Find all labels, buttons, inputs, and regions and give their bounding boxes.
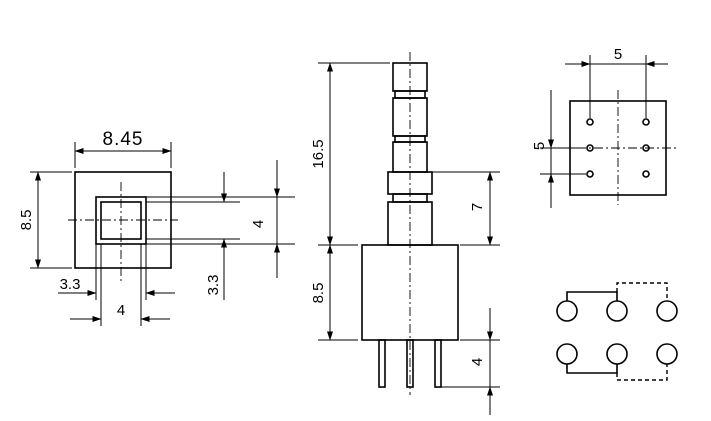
- front-view: 8.45 8.5 3.3 4 4 3.3: [18, 129, 295, 326]
- pin-hole: [586, 170, 594, 178]
- pin-layout-view: 5 5: [531, 46, 676, 208]
- right-height-dimension-label: 4: [250, 220, 267, 228]
- open-contact-bottom: [616, 364, 668, 381]
- right-offset-dimension-label: 3.3: [205, 275, 222, 296]
- switch-schematic: [556, 282, 678, 381]
- body-height-dimension-label: 8.5: [310, 283, 327, 304]
- pin-right: [434, 339, 442, 388]
- terminal-circle: [656, 343, 678, 365]
- terminal-circle: [606, 343, 628, 365]
- open-contact-top: [616, 282, 668, 301]
- closed-contact-top: [566, 291, 618, 301]
- terminal-circle: [606, 300, 628, 322]
- pin-left: [378, 339, 386, 388]
- bottom-width-dimension-label: 4: [117, 302, 125, 319]
- pin-length-dimension-label: 4: [469, 358, 486, 366]
- closed-contact-bottom: [566, 364, 618, 374]
- stem-dimension-label: 7: [469, 203, 486, 211]
- side-view: 16.5 8.5 7 4: [310, 52, 500, 415]
- width-dimension-label: 8.45: [103, 129, 144, 150]
- terminal-circle: [656, 300, 678, 322]
- pin-hole: [642, 118, 650, 126]
- front-button-outer: [95, 196, 147, 245]
- pitch-y-dimension-label: 5: [531, 142, 548, 150]
- left-offset-dimension-label: 3.3: [60, 276, 81, 293]
- pin-hole: [642, 144, 650, 152]
- total-height-dimension-label: 16.5: [310, 139, 327, 168]
- terminal-circle: [556, 300, 578, 322]
- pitch-x-dimension-label: 5: [614, 46, 622, 63]
- terminal-circle: [556, 343, 578, 365]
- height-dimension-label: 8.5: [18, 210, 35, 231]
- pin-hole: [586, 144, 594, 152]
- pin-hole: [642, 170, 650, 178]
- pin-hole: [586, 118, 594, 126]
